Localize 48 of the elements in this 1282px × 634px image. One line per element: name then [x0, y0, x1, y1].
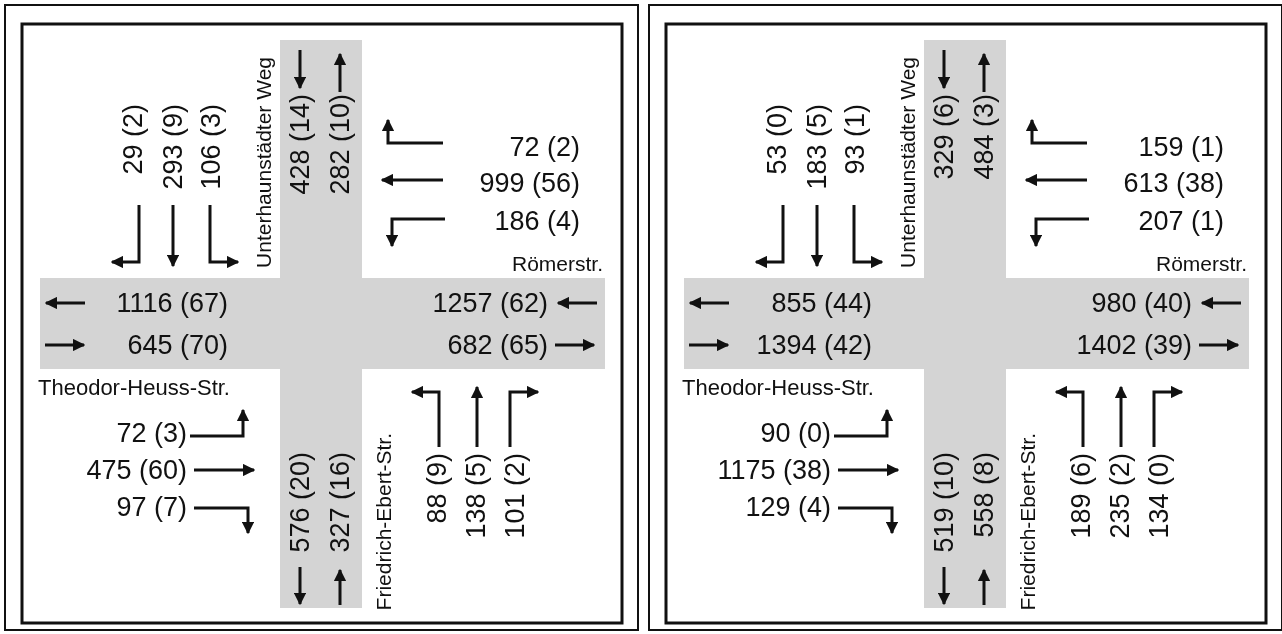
street-name: Römerstr.	[1156, 252, 1247, 274]
traffic-count: 576 (20)	[286, 452, 314, 553]
traffic-count: 293 (9)	[159, 104, 187, 190]
traffic-count: 189 (6)	[1067, 453, 1095, 539]
traffic-count: 53 (0)	[763, 104, 791, 175]
traffic-count: 855 (44)	[771, 289, 872, 317]
traffic-count: 186 (4)	[494, 207, 580, 235]
traffic-count: 207 (1)	[1138, 207, 1224, 235]
traffic-count: 129 (4)	[745, 493, 831, 521]
traffic-count: 613 (38)	[1123, 169, 1224, 197]
traffic-count: 159 (1)	[1138, 133, 1224, 161]
traffic-count: 235 (2)	[1106, 453, 1134, 539]
traffic-count: 72 (2)	[509, 133, 580, 161]
street-name: Theodor-Heuss-Str.	[38, 377, 230, 399]
traffic-count: 1257 (62)	[432, 289, 548, 317]
traffic-count: 106 (3)	[197, 104, 225, 190]
traffic-count: 1116 (67)	[116, 289, 228, 317]
traffic-count: 93 (1)	[841, 104, 869, 175]
traffic-count: 484 (3)	[970, 94, 998, 180]
street-name: Theodor-Heuss-Str.	[682, 377, 874, 399]
street-name: Friedrich-Ebert-Str.	[372, 432, 394, 610]
traffic-count: 282 (10)	[326, 94, 354, 195]
traffic-count: 72 (3)	[116, 419, 187, 447]
traffic-count: 138 (5)	[462, 453, 490, 539]
traffic-count: 1402 (39)	[1076, 331, 1192, 359]
street-name: Unterhaunstädter Weg	[252, 57, 274, 268]
traffic-count: 90 (0)	[760, 419, 831, 447]
traffic-count: 475 (60)	[86, 456, 187, 484]
traffic-count: 183 (5)	[803, 104, 831, 190]
traffic-count: 980 (40)	[1091, 289, 1192, 317]
street-name: Römerstr.	[512, 252, 603, 274]
traffic-count: 327 (16)	[326, 452, 354, 553]
traffic-count: 999 (56)	[479, 169, 580, 197]
traffic-count: 558 (8)	[970, 452, 998, 538]
traffic-count: 645 (70)	[127, 331, 228, 359]
traffic-count: 1394 (42)	[756, 331, 872, 359]
traffic-count: 428 (14)	[286, 94, 314, 195]
street-name: Friedrich-Ebert-Str.	[1016, 432, 1038, 610]
traffic-count: 682 (65)	[447, 331, 548, 359]
traffic-count: 134 (0)	[1145, 453, 1173, 539]
traffic-count: 101 (2)	[501, 453, 529, 539]
traffic-count: 88 (9)	[423, 453, 451, 524]
traffic-count: 1175 (38)	[717, 456, 831, 484]
traffic-count: 329 (6)	[930, 94, 958, 180]
traffic-count: 97 (7)	[116, 493, 187, 521]
street-name: Unterhaunstädter Weg	[896, 57, 918, 268]
traffic-count: 519 (10)	[930, 452, 958, 553]
traffic-count: 29 (2)	[119, 104, 147, 175]
